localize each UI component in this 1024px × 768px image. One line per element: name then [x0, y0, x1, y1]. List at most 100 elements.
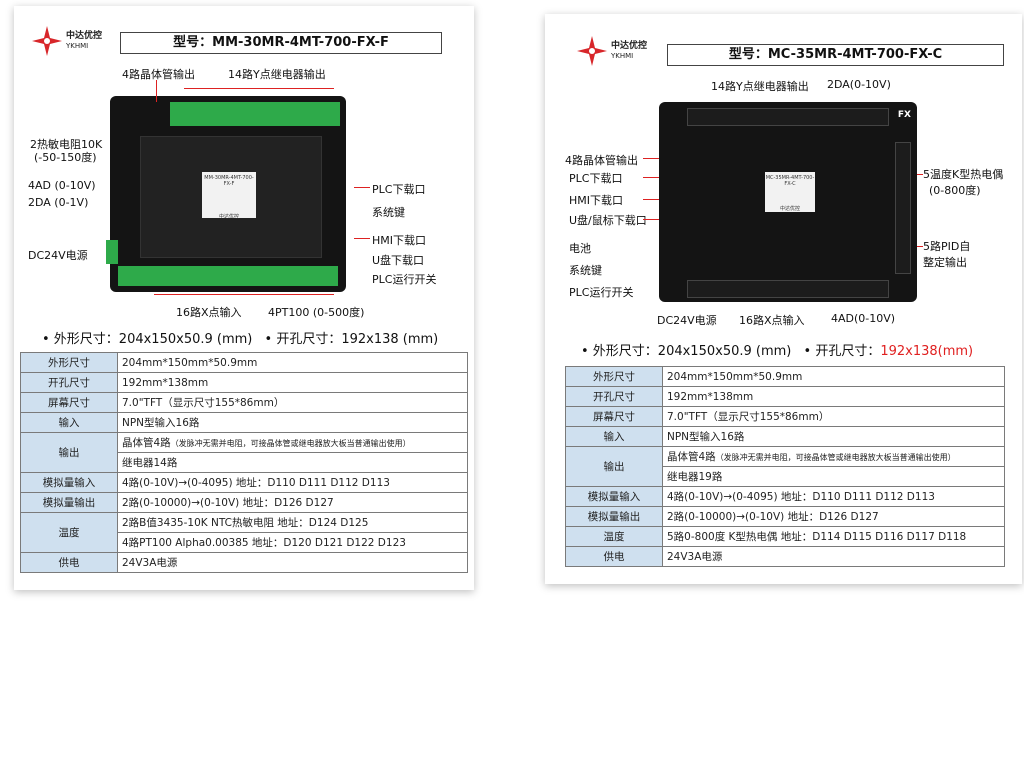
- spec-row: 输出晶体管4路（发脉冲无需并电阻，可接晶体管或继电器放大板当普通输出使用）: [20, 432, 468, 473]
- dims-cutout-value: 192x138(mm): [880, 344, 974, 359]
- anno-plc-run: PLC运行开关: [372, 273, 437, 286]
- spec-value-text: 7.0"TFT（显示尺寸155*86mm）: [667, 411, 830, 423]
- spec-value: 192mm*138mm: [117, 372, 468, 393]
- spec-key: 外形尺寸: [565, 366, 663, 387]
- anno-hmi-download: HMI下载口: [372, 234, 427, 247]
- spec-value-text: 192mm*138mm: [122, 376, 209, 389]
- spec-value-text: 4路(0-10V)→(0-4095) 地址：D110 D111 D112 D11…: [122, 477, 390, 489]
- brand-star-icon: [32, 26, 62, 56]
- spec-row: 4路PT100 Alpha0.00385 地址：D120 D121 D122 D…: [21, 532, 468, 553]
- spec-note: （发脉冲无需并电阻，可接晶体管或继电器放大板当普通输出使用）: [170, 439, 411, 448]
- spec-value-text: 24V3A电源: [122, 557, 178, 569]
- spec-value: 204mm*150mm*50.9mm: [117, 352, 468, 373]
- plc-device-image: MM-30MR-4MT-700-FX-F 中达优控: [106, 96, 346, 292]
- spec-value-text: 4路(0-10V)→(0-4095) 地址：D110 D111 D112 D11…: [667, 491, 935, 503]
- spec-value: 继电器14路: [117, 452, 468, 473]
- brand-sub: YKHMI: [66, 42, 89, 50]
- side-terminal-block: [895, 142, 911, 274]
- leader-line: [184, 88, 334, 89]
- top-terminal-block: [170, 102, 340, 126]
- leader-line: [917, 246, 923, 247]
- device-label-plate: MM-30MR-4MT-700-FX-F 中达优控: [202, 172, 256, 220]
- dims-cutout-value: 192x138 (mm): [341, 332, 439, 347]
- spec-row: 外形尺寸 204mm*150mm*50.9mm: [565, 366, 1005, 387]
- spec-value-text: 204mm*150mm*50.9mm: [667, 370, 803, 383]
- anno-thermo-range: (0-800度): [929, 184, 981, 197]
- anno-x-input: 16路X点输入: [176, 306, 242, 319]
- leader-line: [154, 294, 334, 295]
- spec-value-text: 24V3A电源: [667, 551, 723, 563]
- spec-note: （发脉冲无需并电阻，可接晶体管或继电器放大板当普通输出使用）: [715, 453, 956, 462]
- anno-dc24v: DC24V电源: [28, 249, 88, 262]
- anno-hmi-download: HMI下载口: [569, 194, 624, 207]
- anno-pid: 5路PID自: [923, 240, 971, 253]
- spec-value-text: 2路(0-10000)→(0-10V) 地址：D126 D127: [122, 497, 334, 509]
- anno-da: 2DA(0-10V): [827, 78, 891, 91]
- spec-value: 24V3A电源: [662, 546, 1005, 567]
- anno-usb-download: U盘/鼠标下载口: [569, 214, 647, 227]
- anno-pt100: 4PT100 (0-500度): [268, 306, 365, 319]
- plate-model: MC-35MR-4MT-700-FX-C: [765, 175, 815, 187]
- leader-line: [643, 158, 659, 159]
- spec-value: 2路(0-10000)→(0-10V) 地址：D126 D127: [117, 492, 468, 513]
- anno-thermistor-range: (-50-150度): [34, 151, 97, 164]
- fx-badge: FX: [897, 110, 911, 120]
- anno-ad: 4AD (0-10V): [28, 179, 96, 192]
- dims-line: • 外形尺寸：204x150x50.9 (mm) • 开孔尺寸：192x138 …: [42, 328, 438, 347]
- plate-model: MM-30MR-4MT-700-FX-F: [204, 175, 254, 187]
- anno-system-key: 系统键: [569, 264, 602, 277]
- anno-system-key: 系统键: [372, 206, 405, 219]
- anno-transistor-out: 4路晶体管输出: [122, 68, 195, 81]
- plate-brand: 中达优控: [218, 214, 239, 220]
- anno-da: 2DA (0-1V): [28, 196, 89, 209]
- anno-thermo: 5温度K型热电偶: [923, 168, 1004, 181]
- plate-brand: 中达优控: [779, 206, 800, 212]
- leader-line: [156, 80, 157, 102]
- anno-x-input: 16路X点输入: [739, 314, 805, 327]
- spec-value: 4路(0-10V)→(0-4095) 地址：D110 D111 D112 D11…: [117, 472, 468, 493]
- spec-value: 7.0"TFT（显示尺寸155*86mm）: [662, 406, 1005, 427]
- model-title: 型号：MM-30MR-4MT-700-FX-F: [120, 32, 442, 54]
- spec-value-text: 204mm*150mm*50.9mm: [122, 356, 258, 369]
- dims-outer: • 外形尺寸：204x150x50.9 (mm): [42, 332, 253, 347]
- spec-key: 输入: [20, 412, 118, 433]
- anno-plc-run: PLC运行开关: [569, 286, 634, 299]
- plc-device-image: MC-35MR-4MT-700-FX-C 中达优控 FX: [659, 102, 917, 302]
- anno-ad: 4AD(0-10V): [831, 312, 896, 325]
- spec-value: 4路(0-10V)→(0-4095) 地址：D110 D111 D112 D11…: [662, 486, 1005, 507]
- spec-key: 屏幕尺寸: [565, 406, 663, 427]
- anno-relay-out: 14路Y点继电器输出: [228, 68, 326, 81]
- spec-value: NPN型输入16路: [117, 412, 468, 433]
- spec-value-text: 192mm*138mm: [667, 390, 754, 403]
- spec-value-text: NPN型输入16路: [122, 417, 200, 429]
- top-terminal-block: [687, 108, 889, 126]
- anno-battery: 电池: [569, 242, 591, 255]
- leader-line: [643, 199, 659, 200]
- spec-key: 模拟量输出: [565, 506, 663, 527]
- spec-key: 开孔尺寸: [565, 386, 663, 407]
- spec-row: 输入 NPN型输入16路: [20, 412, 468, 433]
- spec-value: 2路(0-10000)→(0-10V) 地址：D126 D127: [662, 506, 1005, 527]
- spec-key: 输入: [565, 426, 663, 447]
- leader-line: [354, 238, 370, 239]
- leader-line: [354, 187, 370, 188]
- spec-value: 204mm*150mm*50.9mm: [662, 366, 1005, 387]
- spec-value-text: 4路PT100 Alpha0.00385 地址：D120 D121 D122 D…: [122, 537, 406, 549]
- anno-plc-download: PLC下载口: [372, 183, 426, 196]
- brand-name: 中达优控: [611, 41, 648, 51]
- spec-value: NPN型输入16路: [662, 426, 1005, 447]
- dims-outer: • 外形尺寸：204x150x50.9 (mm): [581, 344, 792, 359]
- bottom-terminal-block: [687, 280, 889, 298]
